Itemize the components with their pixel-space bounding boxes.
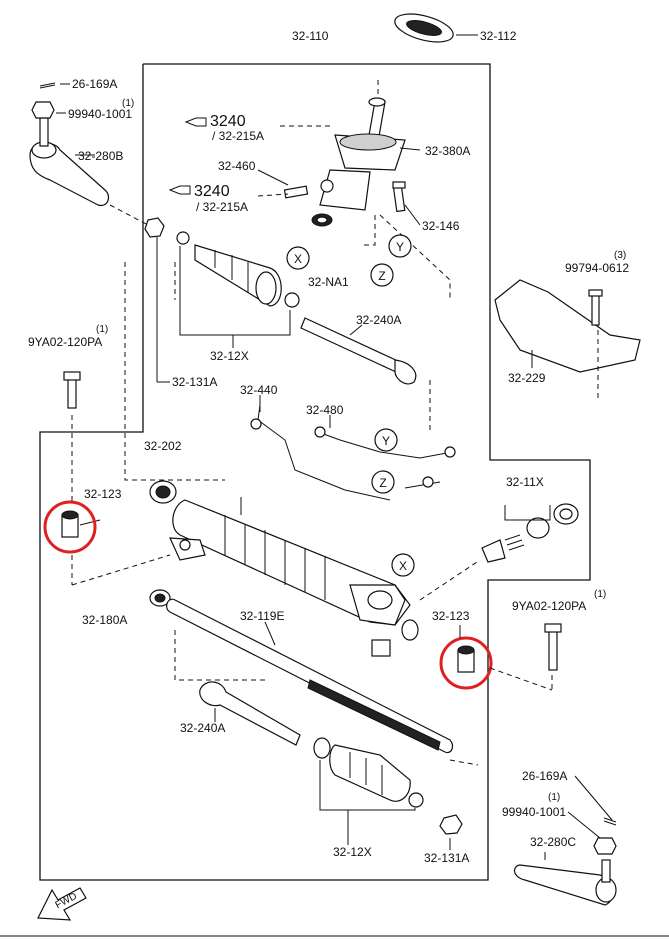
label-32-131A-top: 32-131A	[172, 375, 217, 389]
callout-x-lower: X	[391, 553, 415, 577]
fwd-arrow-icon: FWD	[37, 887, 87, 921]
label-32-131A-bottom: 32-131A	[424, 851, 469, 865]
part-32-240A-tie-rod-bottom	[199, 681, 301, 746]
part-32-123-bushing-left	[43, 500, 101, 554]
label-qty-1-right: (1)	[594, 589, 606, 600]
label-32-12X-bottom: 32-12X	[333, 845, 372, 859]
label-99940-1001-bottom: 99940-1001	[502, 805, 566, 819]
label-32-12X-top: 32-12X	[210, 349, 249, 363]
svg-text:Z: Z	[378, 269, 385, 283]
label-32-280B: 32-280B	[78, 149, 123, 163]
label-32-180A: 32-180A	[82, 613, 127, 627]
part-labels: 32-110 32-112 26-169A (1) 99940-1001 32-…	[28, 29, 629, 865]
reference-hand-icon-b	[168, 185, 191, 195]
label-qty-1-left: (1)	[96, 324, 108, 335]
label-32-11X: 32-11X	[506, 475, 544, 489]
label-32-202: 32-202	[144, 439, 182, 453]
label-26-169A-bottom: 26-169A	[522, 769, 567, 783]
callout-z-upper: Z	[370, 263, 394, 287]
callout-y-lower: Y	[374, 428, 398, 452]
label-qty-3: (3)	[614, 250, 626, 261]
label-32-215A-a: / 32-215A	[212, 129, 264, 143]
part-32-112-seal	[394, 13, 478, 43]
svg-text:Z: Z	[379, 476, 386, 490]
part-32-440-pipe	[250, 395, 391, 501]
label-32-110: 32-110	[292, 29, 329, 43]
label-32-112: 32-112	[480, 29, 517, 43]
label-qty-1-bottom: (1)	[548, 792, 560, 803]
label-32-229: 32-229	[508, 371, 546, 385]
highlight-ring-left	[43, 500, 97, 554]
part-32-123-bushing-right	[439, 625, 493, 690]
diagram-frames	[39, 63, 591, 881]
label-99794-0612: 99794-0612	[565, 261, 629, 275]
part-32-131A-nut-bottom	[439, 814, 463, 850]
label-32-380A: 32-380A	[425, 144, 470, 158]
label-9YA02-120PA-right: 9YA02-120PA	[512, 599, 586, 613]
callout-z-lower: Z	[371, 470, 395, 494]
label-32-240A-bottom: 32-240A	[180, 721, 225, 735]
part-32-12X-boot-bottom	[313, 737, 424, 845]
part-32-146-bolt	[392, 181, 421, 226]
part-32-460-fitting	[257, 169, 309, 199]
part-32-240A-tie-rod-top	[300, 317, 417, 385]
label-32-123-left: 32-123	[84, 487, 122, 501]
svg-text:X: X	[294, 252, 302, 266]
part-32-229-bracket	[494, 279, 641, 400]
callout-x-upper: X	[286, 246, 310, 270]
label-26-169A-top: 26-169A	[72, 77, 117, 91]
label-32-123-right: 32-123	[432, 609, 470, 623]
label-9YA02-120PA-left: 9YA02-120PA	[28, 335, 102, 349]
part-32-280B-tie-rod-end	[29, 117, 149, 226]
svg-text:Y: Y	[396, 240, 404, 254]
part-32-131A-nut-top	[144, 217, 170, 383]
label-3240-b: 3240	[194, 183, 230, 200]
label-32-460: 32-460	[218, 159, 256, 173]
svg-text:X: X	[399, 559, 407, 573]
part-32-380A-pinion-housing	[319, 80, 421, 211]
part-steering-rack-housing	[149, 480, 419, 657]
part-99940-1001-nut-top	[31, 101, 66, 119]
part-32-180A-seal	[149, 589, 171, 607]
reference-hand-icon-a	[184, 117, 207, 127]
part-9YA02-120PA-bolt-right	[489, 623, 562, 691]
label-3240-a: 3240	[210, 113, 246, 130]
part-32-NA1-seal	[311, 213, 333, 227]
label-32-280C: 32-280C	[530, 835, 576, 849]
part-32-480-pipe	[314, 415, 456, 489]
label-32-440: 32-440	[240, 383, 278, 397]
label-qty-1-top: (1)	[122, 98, 134, 109]
label-32-NA1: 32-NA1	[308, 275, 349, 289]
part-26-169A-cotter-top	[39, 82, 70, 89]
svg-text:Y: Y	[382, 434, 390, 448]
label-32-240A-top: 32-240A	[356, 313, 401, 327]
label-32-215A-b: / 32-215A	[196, 200, 248, 214]
part-32-11X-yoke-set	[419, 503, 579, 601]
highlight-ring-right	[439, 636, 493, 690]
label-32-480: 32-480	[306, 403, 344, 417]
part-32-12X-boot-top	[176, 231, 300, 348]
part-32-119E-rack	[166, 598, 454, 754]
label-99940-1001-top: 99940-1001	[68, 107, 132, 121]
callout-y-upper: Y	[388, 234, 412, 258]
label-32-119E: 32-119E	[240, 609, 284, 623]
part-9YA02-120PA-bolt-left	[63, 371, 81, 505]
part-32-280C-tie-rod-end	[514, 775, 617, 906]
label-32-146: 32-146	[422, 219, 460, 233]
